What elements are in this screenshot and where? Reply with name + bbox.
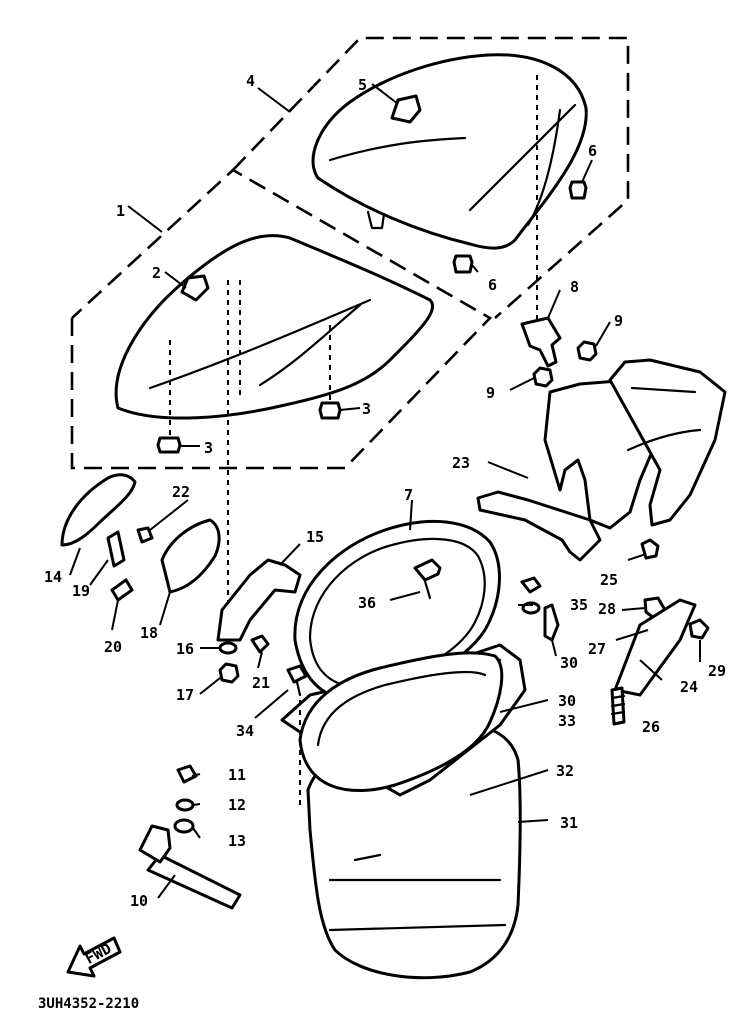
- damper-6-bottom: [452, 254, 474, 274]
- part-label-1: 1: [116, 202, 125, 220]
- part-label-3a: 3: [204, 439, 213, 457]
- part-label-9a: 9: [614, 312, 623, 330]
- part-label-3b: 3: [362, 400, 371, 418]
- lock-cable-10: [138, 824, 242, 910]
- washer-13: [173, 818, 195, 834]
- nut-9-bottom: [532, 366, 554, 388]
- part-label-36: 36: [358, 594, 376, 612]
- nut-29: [688, 618, 710, 640]
- bolt-11: [176, 764, 198, 784]
- part-label-5: 5: [358, 76, 367, 94]
- part-label-19: 19: [72, 582, 90, 600]
- cover-14: [60, 473, 137, 547]
- part-label-13: 13: [228, 832, 246, 850]
- damper-6-right: [568, 180, 588, 200]
- part-label-6b: 6: [488, 276, 497, 294]
- fwd-arrow-icon: FWD: [66, 936, 122, 978]
- part-label-24: 24: [680, 678, 698, 696]
- part-label-25: 25: [600, 571, 618, 589]
- seat-assembly-1-outline: [70, 168, 493, 470]
- part-label-20: 20: [104, 638, 122, 656]
- part-label-21: 21: [252, 674, 270, 692]
- part-label-7: 7: [404, 486, 413, 504]
- washer-16: [218, 641, 238, 655]
- part-label-8: 8: [570, 278, 579, 296]
- seat-4: [311, 53, 588, 330]
- damper-3-right: [318, 401, 342, 420]
- part-label-6a: 6: [588, 142, 597, 160]
- leader-lines: [69, 83, 701, 899]
- part-label-33: 33: [558, 712, 576, 730]
- frame-32: [298, 651, 504, 792]
- part-label-35: 35: [570, 596, 588, 614]
- part-label-18: 18: [140, 624, 158, 642]
- part-label-26: 26: [642, 718, 660, 736]
- damper-3-bottom: [156, 436, 182, 454]
- spring-20: [110, 578, 134, 602]
- part-label-12: 12: [228, 796, 246, 814]
- part-label-34: 34: [236, 722, 254, 740]
- bolt-21: [250, 634, 270, 654]
- seat-hook-2: [180, 274, 210, 302]
- grommet-25: [640, 538, 660, 560]
- part-label-27: 27: [588, 640, 606, 658]
- bracket-19: [106, 530, 126, 568]
- diagram-code: 3UH4352-2210: [38, 996, 139, 1012]
- part-label-9b: 9: [486, 384, 495, 402]
- lock-bracket-15: [216, 558, 302, 642]
- part-label-4: 4: [246, 72, 255, 90]
- part-label-23: 23: [452, 454, 470, 472]
- stay-24: [613, 598, 697, 697]
- bolt-34: [286, 664, 308, 810]
- part-label-30a: 30: [560, 654, 578, 672]
- bolt-35: [520, 576, 542, 594]
- part-label-15: 15: [306, 528, 324, 546]
- part-label-22: 22: [172, 483, 190, 501]
- bolt-36: [413, 558, 442, 600]
- bracket-30: [543, 603, 560, 642]
- washer-12: [175, 798, 195, 812]
- part-label-30b: 30: [558, 692, 576, 710]
- spring-26: [610, 686, 626, 726]
- part-label-28: 28: [598, 600, 616, 618]
- part-label-17: 17: [176, 686, 194, 704]
- part-label-16: 16: [176, 640, 194, 658]
- part-label-2: 2: [152, 264, 161, 282]
- part-label-29: 29: [708, 662, 726, 680]
- hinge-8: [520, 316, 562, 368]
- nut-9-right: [576, 340, 598, 362]
- part-label-10: 10: [130, 892, 148, 910]
- part-label-32: 32: [556, 762, 574, 780]
- seat-assembly-4-outline: [232, 36, 630, 319]
- part-label-31: 31: [560, 814, 578, 832]
- part-label-14: 14: [44, 568, 62, 586]
- nut-17: [218, 662, 240, 684]
- bracket-18: [160, 518, 221, 594]
- part-labels: 1 2 3 3 4 5 6 6 7 8 9 9 10 11 12 13 14 1…: [44, 72, 726, 910]
- screw-22: [136, 526, 154, 544]
- carrier-23: [476, 358, 727, 562]
- part-label-11: 11: [228, 766, 246, 784]
